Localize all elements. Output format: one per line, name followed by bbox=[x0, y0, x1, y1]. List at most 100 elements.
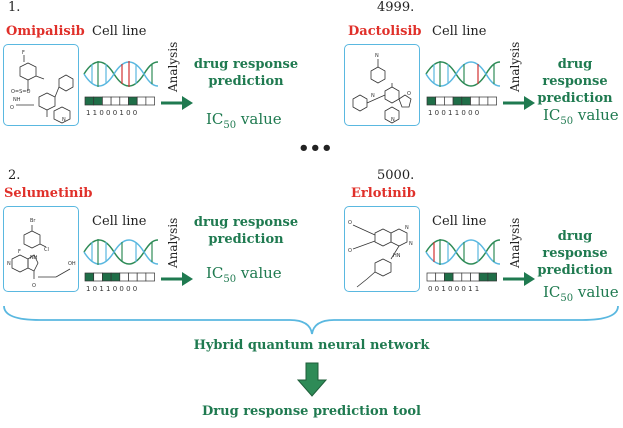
bit-cell bbox=[435, 272, 445, 282]
prediction-text: drug response prediction bbox=[527, 228, 623, 279]
cell-line-label: Cell line bbox=[432, 214, 487, 229]
gene-bit-vector bbox=[426, 272, 497, 282]
bit-cell bbox=[426, 96, 437, 106]
svg-text:N: N bbox=[7, 261, 11, 267]
bit-cell bbox=[102, 272, 112, 282]
prediction-line-2: prediction bbox=[208, 74, 284, 89]
svg-text:OH: OH bbox=[68, 261, 76, 267]
bit-cell bbox=[478, 96, 489, 106]
molecule-structure-icon: N O N N bbox=[352, 53, 412, 124]
arrow-down-icon bbox=[296, 362, 328, 397]
ic50-value-label: IC50 value bbox=[206, 110, 282, 131]
bit-labels: 1 0 1 1 0 0 0 0 bbox=[86, 285, 138, 293]
prediction-text: drug response prediction bbox=[188, 214, 304, 248]
bit-cell bbox=[119, 96, 129, 106]
bit-cell bbox=[110, 96, 121, 106]
bit-cell bbox=[93, 96, 103, 106]
bit-cell bbox=[444, 96, 454, 106]
bit-cell bbox=[487, 272, 497, 282]
prediction-text: drug response prediction bbox=[188, 56, 304, 90]
panel-index: 5000. bbox=[377, 168, 415, 183]
svg-text:F: F bbox=[22, 50, 25, 56]
panel-index: 2. bbox=[8, 168, 21, 183]
prediction-line-2: prediction bbox=[537, 263, 613, 278]
bit-cell bbox=[93, 272, 103, 282]
arrow-right-icon bbox=[161, 272, 193, 286]
arrow-right-icon bbox=[503, 272, 535, 286]
bit-cell bbox=[452, 96, 463, 106]
molecule-structure-icon: O O N N HN bbox=[348, 220, 413, 288]
svg-text:NH: NH bbox=[13, 97, 21, 103]
analysis-label: Analysis bbox=[508, 217, 522, 268]
panel-index: 1. bbox=[8, 0, 21, 15]
bit-cell bbox=[426, 272, 437, 282]
svg-text:N: N bbox=[375, 53, 379, 59]
bit-cell bbox=[145, 96, 155, 106]
ic50-value-label: IC50 value bbox=[543, 106, 619, 127]
svg-text:N: N bbox=[405, 225, 409, 231]
drug-name: Erlotinib bbox=[351, 186, 416, 201]
bit-cell bbox=[128, 272, 138, 282]
panel-index: 4999. bbox=[377, 0, 415, 15]
bit-cell bbox=[136, 96, 147, 106]
svg-text:O: O bbox=[407, 91, 411, 97]
cell-line-label: Cell line bbox=[92, 214, 147, 229]
hybrid-network-label: Hybrid quantum neural network bbox=[193, 338, 430, 353]
bit-cell bbox=[461, 96, 471, 106]
drug-name: Dactolisib bbox=[348, 24, 422, 39]
dna-helix-icon bbox=[83, 61, 159, 87]
dna-helix-icon bbox=[83, 239, 159, 265]
drug-name: Selumetinib bbox=[4, 186, 93, 201]
prediction-line-2: prediction bbox=[208, 232, 284, 247]
dna-helix-icon bbox=[425, 61, 501, 87]
drug-name: Omipalisib bbox=[6, 24, 85, 39]
prediction-text: drug response prediction bbox=[527, 56, 623, 107]
ellipsis: ••• bbox=[298, 138, 333, 159]
bit-cell bbox=[444, 272, 454, 282]
bit-labels: 1 1 0 0 0 1 0 0 bbox=[86, 109, 138, 117]
bit-cell bbox=[102, 96, 112, 106]
bit-cell bbox=[110, 272, 121, 282]
svg-text:O: O bbox=[32, 283, 36, 289]
arrow-right-icon bbox=[161, 96, 193, 110]
svg-text:N: N bbox=[371, 93, 375, 99]
molecule-structure-box: O O N N HN bbox=[344, 206, 420, 292]
svg-text:Br: Br bbox=[30, 218, 36, 224]
cell-line-label: Cell line bbox=[92, 24, 147, 39]
svg-text:N: N bbox=[391, 117, 395, 123]
analysis-label: Analysis bbox=[166, 41, 180, 92]
analysis-label: Analysis bbox=[508, 41, 522, 92]
bit-cell bbox=[145, 272, 155, 282]
svg-text:O: O bbox=[348, 220, 352, 226]
bit-cell bbox=[470, 272, 480, 282]
ic50-value-label: IC50 value bbox=[543, 283, 619, 304]
analysis-label: Analysis bbox=[166, 217, 180, 268]
prediction-line-1: drug response bbox=[193, 57, 299, 72]
prediction-line-1: drug response bbox=[542, 57, 608, 89]
svg-text:O: O bbox=[348, 248, 352, 254]
bit-cell bbox=[84, 272, 95, 282]
bit-cell bbox=[487, 96, 497, 106]
svg-text:O: O bbox=[10, 105, 14, 111]
svg-text:O=S=O: O=S=O bbox=[11, 89, 30, 95]
bit-labels: 1 0 0 1 1 0 0 0 bbox=[428, 109, 480, 117]
bit-cell bbox=[478, 272, 489, 282]
bit-cell bbox=[470, 96, 480, 106]
molecule-structure-box: N O N N bbox=[344, 44, 420, 126]
gene-bit-vector bbox=[426, 96, 497, 106]
gene-bit-vector bbox=[84, 96, 155, 106]
bit-cell bbox=[452, 272, 463, 282]
bit-cell bbox=[84, 96, 95, 106]
arrow-right-icon bbox=[503, 96, 535, 110]
svg-text:NH: NH bbox=[30, 255, 38, 261]
cell-line-label: Cell line bbox=[432, 24, 487, 39]
prediction-tool-label: Drug response prediction tool bbox=[202, 404, 421, 419]
svg-text:HN: HN bbox=[393, 253, 401, 259]
svg-text:F: F bbox=[18, 249, 21, 255]
bit-cell bbox=[435, 96, 445, 106]
svg-text:N: N bbox=[409, 241, 413, 247]
gene-bit-vector bbox=[84, 272, 155, 282]
